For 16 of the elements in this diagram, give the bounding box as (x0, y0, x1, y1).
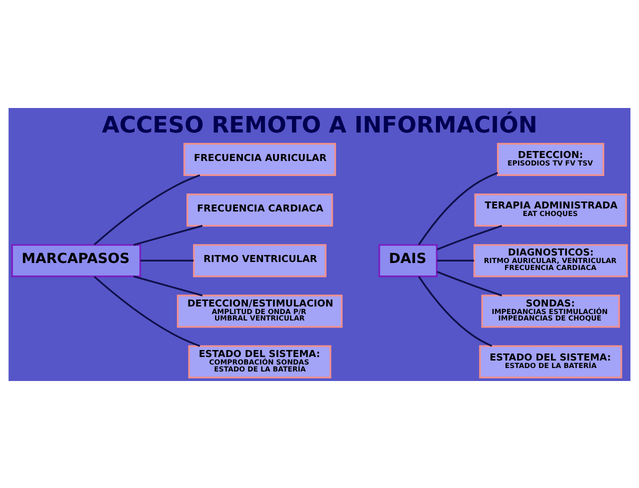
connector (133, 224, 203, 246)
node-box: DAIS (378, 244, 438, 277)
node-box: FRECUENCIA CARDIACA (186, 192, 334, 226)
node-box: MARCAPASOS (11, 244, 142, 277)
connector (140, 259, 194, 261)
connector (94, 174, 200, 245)
node-box: RITMO VENTRICULAR (193, 244, 326, 277)
connector (436, 270, 502, 296)
connector (436, 224, 502, 250)
diagram-title: ACCESO REMOTO A INFORMACIÓN (102, 112, 538, 138)
connector (418, 276, 492, 346)
node-box: FRECUENCIA AURICULAR (183, 142, 336, 176)
connector (133, 275, 203, 296)
connector (94, 275, 200, 346)
connector (418, 171, 498, 245)
connector (437, 259, 474, 261)
